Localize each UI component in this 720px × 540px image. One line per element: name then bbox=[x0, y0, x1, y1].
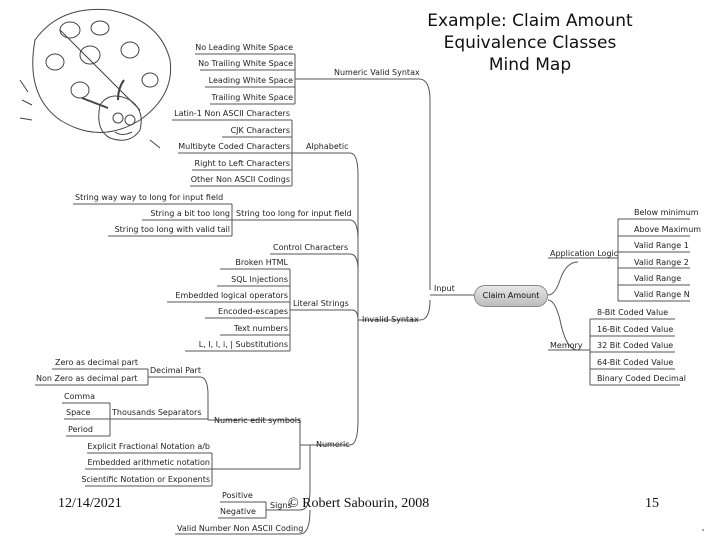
leaf-no-leading-white-space: No Leading White Space bbox=[195, 43, 293, 52]
leaf-bcd: Binary Coded Decimal bbox=[597, 374, 686, 383]
leaf-period: Period bbox=[68, 425, 93, 434]
branch-numeric-valid-syntax: Numeric Valid Syntax bbox=[334, 68, 420, 77]
branch-memory: Memory bbox=[550, 341, 583, 350]
leaf-8-bit: 8-Bit Coded Value bbox=[597, 308, 669, 317]
branch-control-characters: Control Characters bbox=[273, 243, 349, 252]
branch-signs: Signs bbox=[270, 501, 292, 510]
leaf-valid-range-1: Valid Range 1 bbox=[634, 241, 689, 250]
leaf-other-non-ascii: Other Non ASCII Codings bbox=[190, 175, 290, 184]
leaf-right-to-left: Right to Left Characters bbox=[194, 159, 290, 168]
leaf-embedded-arithmetic: Embedded arithmetic notation bbox=[87, 458, 210, 467]
leaf-trailing-white-space: Trailing White Space bbox=[211, 93, 293, 102]
leaf-string-way-too-long: String way way to long for input field bbox=[75, 193, 224, 202]
leaf-text-numbers: Text numbers bbox=[233, 324, 288, 333]
leaf-below-minimum: Below minimum bbox=[634, 208, 699, 217]
leaf-non-ascii-number: Valid Number Non ASCII Coding bbox=[177, 524, 304, 533]
leaf-latin1: Latin-1 Non ASCII Characters bbox=[174, 109, 290, 118]
branch-decimal-part: Decimal Part bbox=[150, 366, 201, 375]
title-line-1: Example: Claim Amount bbox=[427, 11, 633, 31]
branch-invalid-syntax: Invalid Syntax bbox=[362, 315, 419, 324]
leaf-16-bit: 16-Bit Coded Value bbox=[597, 325, 674, 334]
leaf-fractional-notation: Explicit Fractional Notation a/b bbox=[87, 442, 210, 451]
leaf-cjk: CJK Characters bbox=[230, 126, 290, 135]
leaf-valid-range-2: Valid Range 2 bbox=[634, 258, 689, 267]
leaf-encoded-escapes: Encoded-escapes bbox=[218, 307, 288, 316]
slide-title: Example: Claim Amount Equivalence Classe… bbox=[410, 10, 650, 76]
leaf-embedded-logical: Embedded logical operators bbox=[175, 291, 288, 300]
branch-alphabetic: Alphabetic bbox=[306, 142, 349, 151]
leaf-positive: Positive bbox=[222, 491, 253, 500]
leaf-multibyte: Multibyte Coded Characters bbox=[178, 142, 290, 151]
branch-numeric: Numeric bbox=[316, 440, 350, 449]
leaf-comma: Comma bbox=[64, 392, 95, 401]
input-label: Input bbox=[434, 284, 455, 293]
leaf-no-trailing-white-space: No Trailing White Space bbox=[198, 59, 293, 68]
leaf-32-bit: 32 Bit Coded Value bbox=[597, 341, 674, 350]
footer-page-number: 15 bbox=[645, 496, 659, 511]
center-node-label: Claim Amount bbox=[482, 291, 540, 300]
leaf-substitutions: L, I, l, i, | Substitutions bbox=[198, 340, 288, 349]
leaf-valid-range: Valid Range bbox=[634, 274, 682, 283]
leaf-leading-white-space: Leading White Space bbox=[208, 76, 293, 85]
center-node bbox=[474, 285, 548, 307]
leaf-string-valid-tail: String too long with valid tail bbox=[114, 225, 230, 234]
footer-date: 12/14/2021 bbox=[58, 496, 122, 511]
title-line-3: Mind Map bbox=[488, 55, 572, 75]
branch-application-logic: Application Logic bbox=[550, 249, 619, 258]
leaf-string-bit-too-long: String a bit too long bbox=[150, 209, 230, 218]
leaf-sql-injections: SQL Injections bbox=[231, 275, 288, 284]
title-line-2: Equivalence Classes bbox=[443, 33, 617, 53]
branch-thousands-separators: Thousands Separators bbox=[112, 408, 202, 417]
leaf-valid-range-n: Valid Range N bbox=[634, 290, 690, 299]
ladybug-doodle bbox=[19, 8, 172, 149]
leaf-nonzero-decimal: Non Zero as decimal part bbox=[36, 374, 138, 383]
leaf-space: Space bbox=[66, 408, 91, 417]
footer-copyright: © Robert Sabourin, 2008 bbox=[288, 496, 430, 511]
branch-numeric-edit-symbols: Numeric edit symbols bbox=[214, 416, 302, 425]
leaf-zero-decimal: Zero as decimal part bbox=[55, 358, 139, 367]
leaf-above-maximum: Above Maximum bbox=[634, 225, 702, 234]
branch-string-too-long: String too long for input field bbox=[236, 209, 352, 218]
leaf-broken-html: Broken HTML bbox=[235, 258, 288, 267]
branch-literal-strings: Literal Strings bbox=[293, 299, 349, 308]
leaf-negative: Negative bbox=[220, 507, 256, 516]
leaf-scientific-notation: Scientific Notation or Exponents bbox=[81, 475, 210, 484]
leaf-64-bit: 64-Bit Coded Value bbox=[597, 358, 674, 367]
